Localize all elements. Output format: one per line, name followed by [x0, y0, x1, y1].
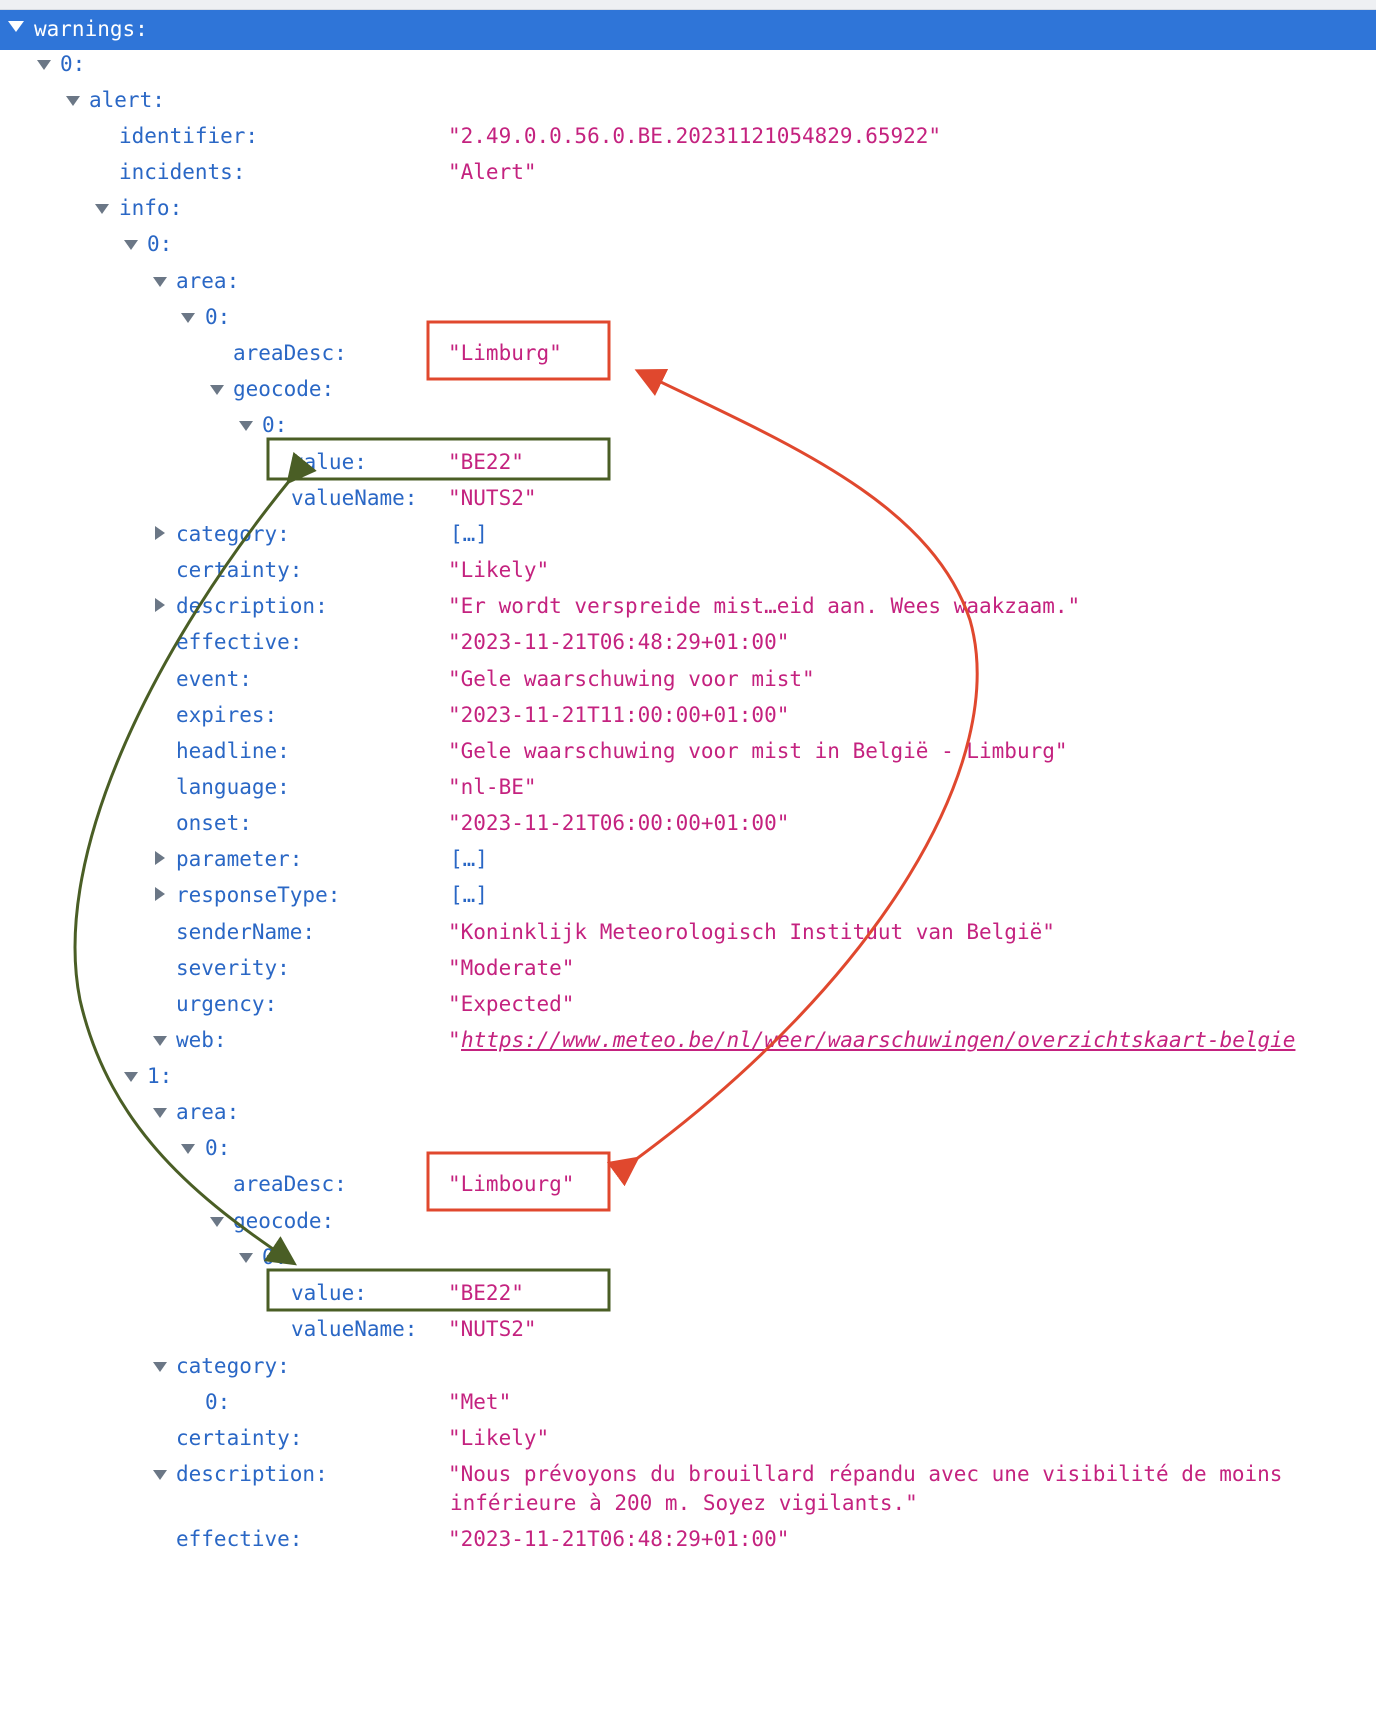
row-key: 0:: [205, 305, 231, 329]
expand-triangle-icon[interactable]: [153, 1036, 167, 1046]
row-key: senderName:: [176, 920, 316, 944]
row-key: expires:: [176, 703, 278, 727]
row-key: areaDesc:: [233, 1172, 347, 1196]
row-value: "Expected": [448, 992, 575, 1016]
row-key: 0:: [205, 1136, 231, 1160]
collapsed-triangle-icon[interactable]: [155, 526, 165, 540]
row-key: category:: [176, 1354, 290, 1378]
expand-triangle-icon[interactable]: [153, 277, 167, 287]
row-key: geocode:: [233, 1209, 335, 1233]
web-link[interactable]: https://www.meteo.be/nl/weer/waarschuwin…: [461, 1028, 1296, 1052]
row-key: category:: [176, 522, 290, 546]
collapsed-triangle-icon[interactable]: [155, 851, 165, 865]
row-value-quote: ": [448, 1028, 461, 1052]
expand-triangle-icon[interactable]: [124, 240, 138, 250]
row-value: "Limburg": [448, 341, 562, 365]
row-value: "NUTS2": [448, 486, 537, 510]
row-value: "Likely": [448, 558, 550, 582]
row-key: effective:: [176, 630, 303, 654]
row-key: info:: [119, 196, 183, 220]
row-key: 0:: [205, 1390, 231, 1414]
row-value: "Moderate": [448, 956, 575, 980]
row-key: certainty:: [176, 1426, 303, 1450]
row-value: "Likely": [448, 1426, 550, 1450]
expand-triangle-icon[interactable]: [124, 1072, 138, 1082]
row-key: 1:: [147, 1064, 173, 1088]
collapsed-triangle-icon[interactable]: [155, 598, 165, 612]
row-value: "Met": [448, 1390, 512, 1414]
row-value: "Limbourg": [448, 1172, 575, 1196]
row-key: web:: [176, 1028, 227, 1052]
row-key: event:: [176, 667, 252, 691]
row-key: valueName:: [291, 486, 418, 510]
row-key: headline:: [176, 739, 290, 763]
row-value: "Koninklijk Meteorologisch Instituut van…: [448, 920, 1055, 944]
row-key: effective:: [176, 1527, 303, 1551]
row-value: […]: [450, 522, 488, 546]
row-value: "Er wordt verspreide mist…eid aan. Wees …: [448, 594, 1081, 618]
row-key: incidents:: [119, 160, 246, 184]
row-key: valueName:: [291, 1317, 418, 1341]
expand-triangle-icon[interactable]: [95, 204, 109, 214]
row-value: "BE22": [448, 1281, 524, 1305]
expand-triangle-icon[interactable]: [153, 1362, 167, 1372]
row-key: description:: [176, 1462, 328, 1486]
row-value: "BE22": [448, 450, 524, 474]
row-key: warnings:: [34, 17, 148, 41]
row-value: "2023-11-21T06:00:00+01:00": [448, 811, 790, 835]
row-key: value:: [291, 1281, 367, 1305]
row-key: severity:: [176, 956, 290, 980]
row-value: "Alert": [448, 160, 537, 184]
row-value: "Gele waarschuwing voor mist in België -…: [448, 739, 1068, 763]
row-value: […]: [450, 847, 488, 871]
toolbar-edge: [0, 0, 1376, 10]
tree-row-warnings[interactable]: warnings:: [0, 10, 1376, 50]
row-key: area:: [176, 269, 240, 293]
collapsed-triangle-icon[interactable]: [155, 887, 165, 901]
row-key: value:: [291, 450, 367, 474]
expand-triangle-icon[interactable]: [181, 1144, 195, 1154]
row-value: […]: [450, 883, 488, 907]
row-value: "Gele waarschuwing voor mist": [448, 667, 815, 691]
expand-triangle-icon[interactable]: [8, 21, 24, 32]
row-value: "NUTS2": [448, 1317, 537, 1341]
expand-triangle-icon[interactable]: [37, 60, 51, 70]
row-key: language:: [176, 775, 290, 799]
row-value: "2023-11-21T06:48:29+01:00": [448, 1527, 790, 1551]
expand-triangle-icon[interactable]: [153, 1108, 167, 1118]
row-key: parameter:: [176, 847, 303, 871]
row-value: "2023-11-21T11:00:00+01:00": [448, 703, 790, 727]
row-value: "2.49.0.0.56.0.BE.20231121054829.65922": [448, 124, 942, 148]
expand-triangle-icon[interactable]: [210, 1217, 224, 1227]
row-value: "2023-11-21T06:48:29+01:00": [448, 630, 790, 654]
row-key: onset:: [176, 811, 252, 835]
row-key: 0:: [262, 413, 288, 437]
expand-triangle-icon[interactable]: [239, 421, 253, 431]
expand-triangle-icon[interactable]: [239, 1253, 253, 1263]
expand-triangle-icon[interactable]: [66, 96, 80, 106]
row-value: "nl-BE": [448, 775, 537, 799]
row-key: 0:: [147, 232, 173, 256]
row-value-continued: inférieure à 200 m. Soyez vigilants.": [450, 1491, 918, 1515]
row-key: areaDesc:: [233, 341, 347, 365]
row-key: 0:: [60, 52, 86, 76]
row-key: responseType:: [176, 883, 341, 907]
row-key: description:: [176, 594, 328, 618]
expand-triangle-icon[interactable]: [181, 313, 195, 323]
row-value: "Nous prévoyons du brouillard répandu av…: [448, 1462, 1283, 1486]
row-key: certainty:: [176, 558, 303, 582]
expand-triangle-icon[interactable]: [153, 1470, 167, 1480]
row-key: identifier:: [119, 124, 259, 148]
expand-triangle-icon[interactable]: [210, 385, 224, 395]
row-key: alert:: [89, 88, 165, 112]
row-key: geocode:: [233, 377, 335, 401]
row-key: urgency:: [176, 992, 278, 1016]
row-key: area:: [176, 1100, 240, 1124]
row-key: 0:: [262, 1245, 288, 1269]
